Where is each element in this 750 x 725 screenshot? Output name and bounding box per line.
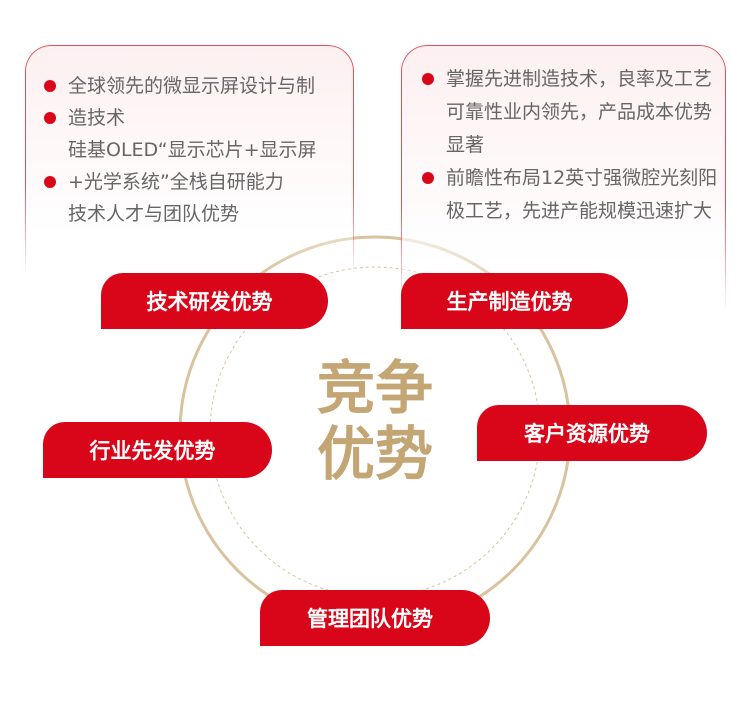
- list-item: 前瞻性布局12英寸强微腔光刻阳极工艺，先进产能规模迅速扩大: [422, 162, 722, 228]
- list-item: 全球领先的微显示屏设计与制: [44, 70, 344, 102]
- mfg-advantage-card: [401, 45, 726, 311]
- list-item: 技术人才与团队优势: [68, 203, 240, 225]
- tech-advantage-list: 全球领先的微显示屏设计与制 造技术 硅基OLED“显示芯片+显示屏 +光学系统”…: [44, 70, 344, 230]
- list-item: 硅基OLED“显示芯片+显示屏: [68, 139, 317, 161]
- center-title-line: 优势: [316, 420, 433, 488]
- list-item: +光学系统”全栈自研能力: [44, 166, 344, 198]
- mfg-advantage-list: 掌握先进制造技术，良率及工艺可靠性业内领先，产品成本优势显著 前瞻性布局12英寸…: [422, 63, 722, 228]
- tag-mfg: 生产制造优势: [401, 273, 628, 329]
- list-item: 造技术: [44, 102, 344, 134]
- tag-customer: 客户资源优势: [477, 405, 707, 461]
- tag-industry: 行业先发优势: [43, 422, 272, 478]
- center-title: 竞争 优势: [300, 355, 450, 487]
- list-item: 掌握先进制造技术，良率及工艺可靠性业内领先，产品成本优势显著: [422, 63, 722, 162]
- center-title-line: 竞争: [316, 354, 433, 422]
- tech-advantage-card: [25, 45, 354, 276]
- tag-team: 管理团队优势: [260, 590, 490, 646]
- tag-tech: 技术研发优势: [101, 273, 328, 329]
